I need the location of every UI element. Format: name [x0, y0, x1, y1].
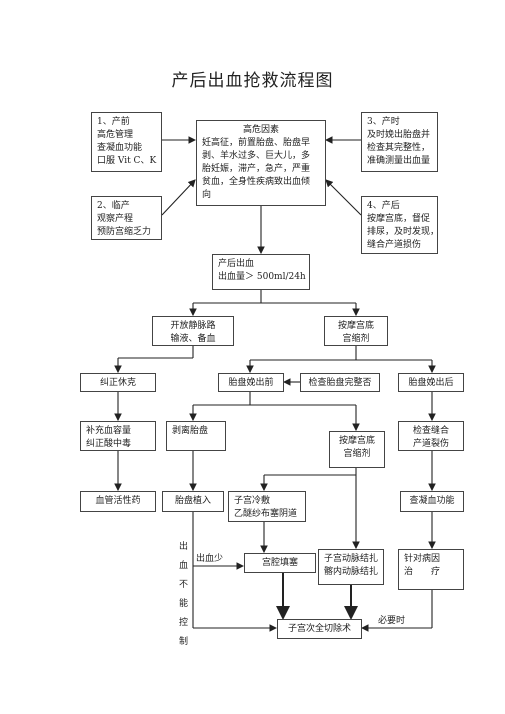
vertical-char: 能 [179, 599, 189, 609]
check-placenta-box: 检查胎盘完整否 [300, 373, 380, 392]
bleeding-less-label: 出血少 [196, 554, 224, 564]
vertical-char: 不 [179, 580, 189, 590]
vertical-char: 出 [179, 542, 189, 552]
intrapartum-line: 准确测量出血量 [367, 156, 431, 166]
pph-box: 产后出血 出血量＞ 500ml/24h [212, 254, 310, 290]
vasoactive-label: 血管活性药 [95, 496, 141, 506]
risk-line: 贫血，全身性疾病致出血倾 [202, 177, 311, 187]
shock-label: 纠正休克 [99, 378, 136, 388]
suture-box: 检查缝合 产道裂伤 [398, 421, 464, 451]
postpartum-line: 4、产后 [367, 201, 400, 211]
page-title: 产后出血抢救流程图 [171, 71, 334, 91]
ligation-box: 子宫动脉结扎 髂内动脉结扎 [318, 549, 384, 585]
manual-removal-label: 剥离胎盘 [172, 426, 209, 436]
risk-line: 向 [202, 190, 212, 200]
antepartum-line: 1、产前 [97, 117, 130, 127]
tamponade-label: 宫腔填塞 [261, 558, 298, 568]
vertical-char: 制 [179, 637, 189, 647]
intrapartum-line: 检查其完整性， [367, 143, 431, 153]
postpartum-line: 缝合产道损伤 [367, 240, 422, 250]
vertical-char: 血 [179, 561, 189, 571]
intrapartum-line: 3、产时 [367, 117, 400, 127]
ligation-line: 髂内动脉结扎 [324, 567, 379, 577]
antepartum-line: 高危管理 [97, 130, 134, 140]
fluid-box: 补充血容量 纠正酸中毒 [80, 421, 156, 451]
risk-line: 妊高征，前置胎盘、胎盘早 [202, 138, 311, 148]
bleeding-uncontrolled-label: 出 血 不 能 控 制 [179, 538, 189, 652]
risk-factors-box: 高危因素 妊高征，前置胎盘、胎盘早 剥、羊水过多、巨大儿，多 胎妊娠，滞产，急产… [196, 120, 326, 206]
before-placenta-label: 胎盘娩出前 [228, 378, 274, 388]
massage2-line: 宫缩剂 [343, 449, 371, 459]
antepartum-line: 查凝血功能 [97, 143, 143, 153]
pph-line: 产后出血 [218, 259, 255, 269]
suture-line: 检查缝合 [412, 426, 449, 436]
treat-line: 治 疗 [404, 567, 441, 577]
labor-box: 2、临产 观察产程 预防宫缩乏力 [91, 196, 162, 240]
treat-box: 针对病因 治 疗 [398, 549, 464, 590]
accreta-box: 胎盘植入 [162, 491, 224, 512]
after-placenta-box: 胎盘娩出后 [398, 373, 464, 392]
coag-box: 查凝血功能 [400, 491, 464, 512]
pph-line: 出血量＞ 500ml/24h [218, 272, 306, 282]
iv-line: 输液、备血 [170, 334, 216, 344]
postpartum-line: 按摩宫底，督促 [367, 214, 431, 224]
intrapartum-box: 3、产时 及时娩出胎盘并 检查其完整性， 准确测量出血量 [361, 112, 438, 172]
after-placenta-label: 胎盘娩出后 [408, 378, 454, 388]
check-placenta-label: 检查胎盘完整否 [308, 378, 372, 388]
vertical-char: 控 [179, 618, 189, 628]
accreta-label: 胎盘植入 [174, 496, 211, 506]
tamponade-box: 宫腔填塞 [244, 553, 316, 573]
massage2-box: 按摩宫底 宫缩剂 [329, 431, 385, 468]
massage2-line: 按摩宫底 [338, 436, 375, 446]
postpartum-box: 4、产后 按摩宫底，督促 排尿，及时发现， 缝合产道损伤 [361, 196, 440, 254]
massage-line: 按摩宫底 [337, 321, 374, 331]
risk-line: 胎妊娠，滞产，急产，严重 [202, 164, 311, 174]
antepartum-line: 口服 Vit C、K [97, 156, 157, 166]
antepartum-box: 1、产前 高危管理 查凝血功能 口服 Vit C、K [91, 112, 162, 172]
labor-line: 预防宫缩乏力 [97, 227, 152, 237]
intrapartum-line: 及时娩出胎盘并 [367, 130, 431, 140]
risk-title: 高危因素 [242, 125, 279, 135]
labor-line: 2、临产 [97, 201, 130, 211]
if-needed-label: 必要时 [378, 616, 406, 626]
fluid-line: 补充血容量 [86, 426, 132, 436]
iv-line: 开放静脉路 [170, 321, 216, 331]
manual-removal-box: 剥离胎盘 [166, 421, 226, 451]
hysterectomy-box: 子宫次全切除术 [277, 619, 362, 639]
packing-line: 乙醚纱布塞阴道 [234, 509, 298, 519]
vasoactive-box: 血管活性药 [80, 491, 156, 512]
treat-line: 针对病因 [404, 554, 441, 564]
massage-line: 宫缩剂 [342, 334, 370, 344]
ligation-line: 子宫动脉结扎 [324, 554, 379, 564]
before-placenta-box: 胎盘娩出前 [218, 373, 284, 392]
coag-label: 查凝血功能 [409, 496, 455, 506]
suture-line: 产道裂伤 [412, 439, 449, 449]
postpartum-line: 排尿，及时发现， [367, 227, 440, 237]
packing-line: 子宫冷敷 [234, 496, 271, 506]
hysterectomy-label: 子宫次全切除术 [287, 624, 351, 634]
shock-box: 纠正休克 [80, 373, 156, 392]
packing-box: 子宫冷敷 乙醚纱布塞阴道 [228, 491, 306, 522]
massage-box: 按摩宫底 宫缩剂 [324, 316, 388, 346]
risk-line: 剥、羊水过多、巨大儿，多 [202, 151, 311, 161]
labor-line: 观察产程 [97, 214, 134, 224]
fluid-line: 纠正酸中毒 [86, 439, 132, 449]
iv-access-box: 开放静脉路 输液、备血 [152, 316, 234, 346]
